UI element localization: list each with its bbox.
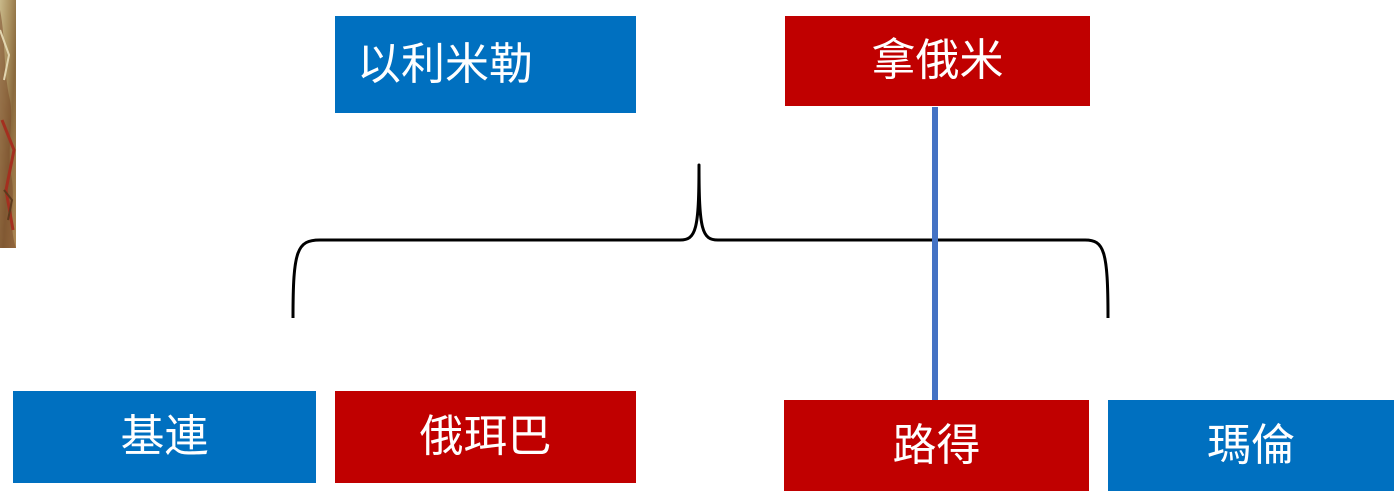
node-mahlon: 瑪倫 [1108,400,1394,491]
node-elimelech: 以利米勒 [335,16,636,113]
node-kilion-label: 基連 [120,411,209,462]
node-mahlon-label: 瑪倫 [1207,419,1295,471]
children-brace [291,163,1110,319]
node-ruth: 路得 [784,400,1089,491]
node-elimelech-label: 以利米勒 [357,38,533,90]
node-naomi-label: 拿俄米 [871,35,1004,86]
node-naomi: 拿俄米 [785,16,1090,106]
painting-thumbnail [0,0,16,248]
node-orpah: 俄珥巴 [335,391,636,483]
node-kilion: 基連 [13,391,316,483]
node-ruth-label: 路得 [892,419,981,471]
painting-image [0,0,16,248]
node-orpah-label: 俄珥巴 [419,411,552,462]
